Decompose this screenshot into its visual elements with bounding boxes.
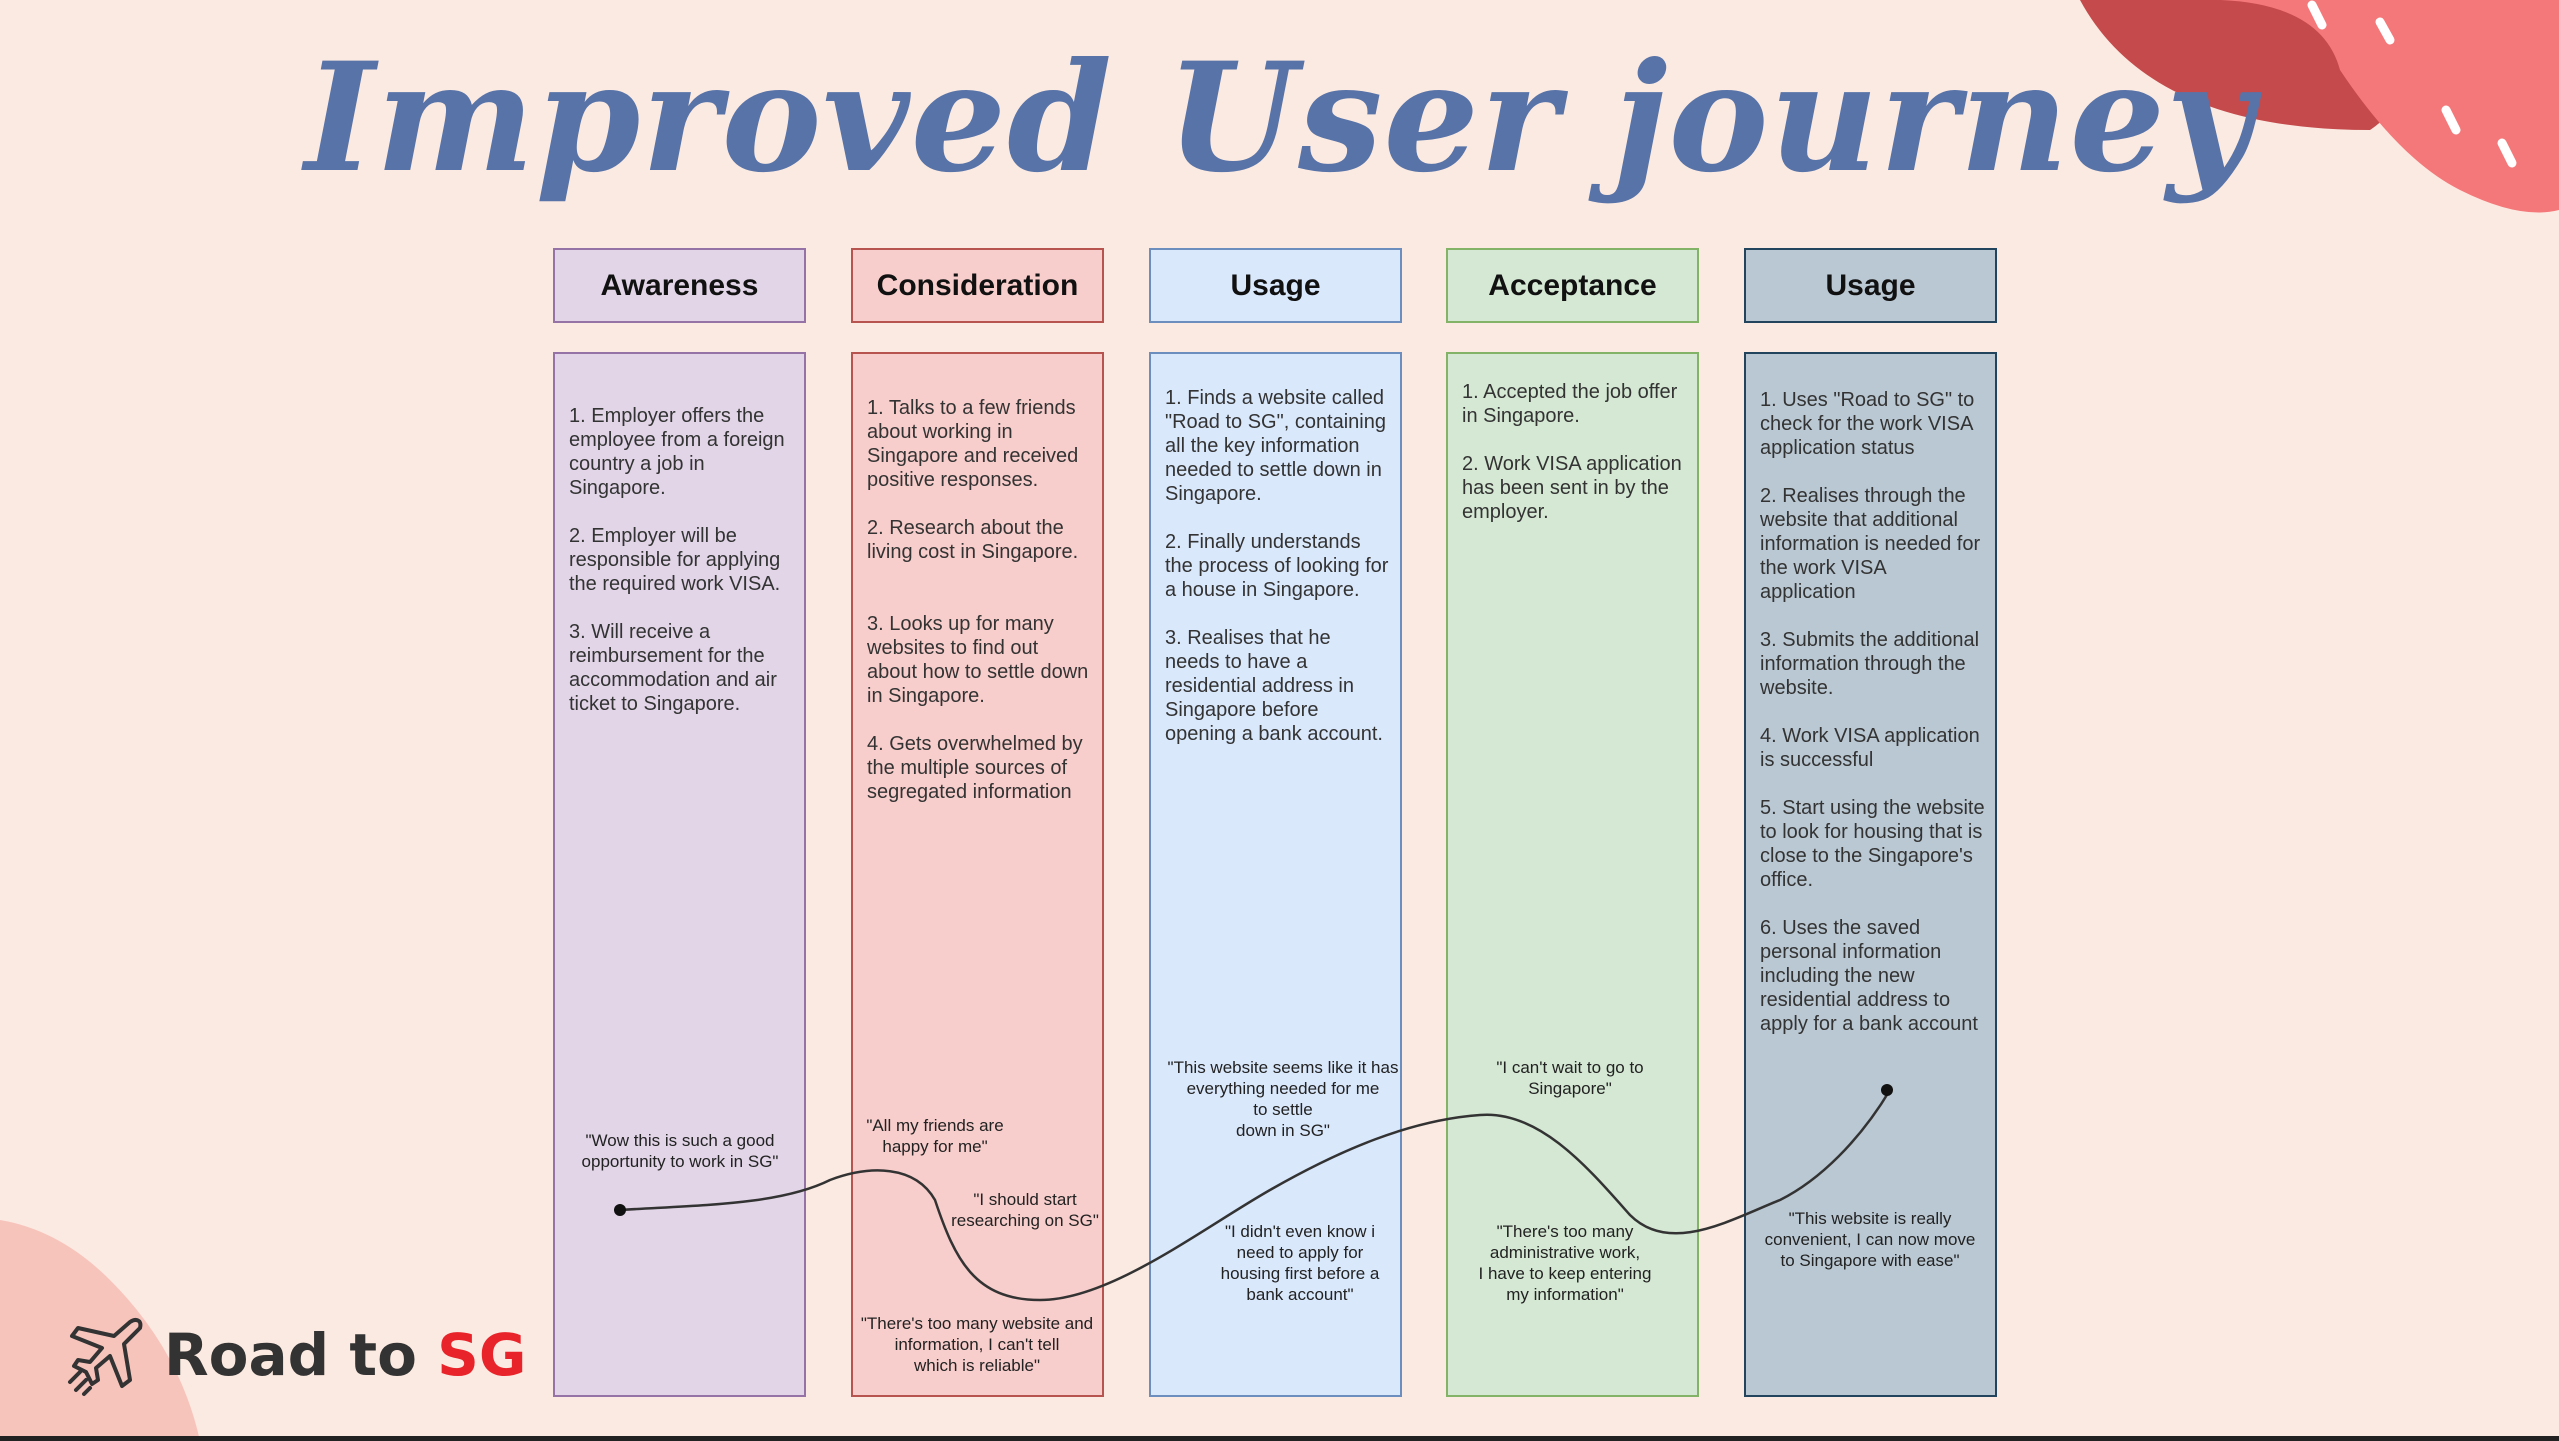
stage-item: 1. Finds a website called "Road to SG", … [1165, 387, 1386, 505]
stage-header-consideration: Consideration [851, 248, 1104, 323]
brand-name-prefix: Road to [164, 1321, 438, 1389]
journey-end-point [1881, 1084, 1893, 1096]
stage-text-usage: 1. Finds a website called "Road to SG", … [1165, 386, 1390, 770]
bottom-left-blob [0, 1220, 200, 1441]
stage-header-acceptance: Acceptance [1446, 248, 1699, 323]
stage-item: 2. Realises through the website that add… [1760, 485, 1981, 603]
stage-item: 3. Realises that he needs to have a resi… [1165, 627, 1383, 745]
stage-column-consideration [851, 352, 1104, 1397]
top-right-dashes [2307, 0, 2517, 168]
quote-acceptance-admin: "There's too many administrative work, I… [1478, 1222, 1652, 1304]
quote-usage-convenient: "This website is really convenient, I ca… [1764, 1209, 1976, 1270]
page-title: Improved User journey [304, 30, 2255, 206]
stage-header-usage-2: Usage [1744, 248, 1997, 323]
quote-acceptance-excited: "I can't wait to go to Singapore" [1496, 1058, 1644, 1098]
top-right-pink-blob [2190, 0, 2559, 213]
stage-column-usage-2 [1744, 352, 1997, 1397]
stage-text-acceptance: 1. Accepted the job offer in Singapore. … [1462, 380, 1687, 548]
journey-line [619, 1089, 1892, 1302]
journey-start-point [614, 1204, 626, 1216]
stage-text-awareness: 1. Employer offers the employee from a f… [569, 404, 794, 740]
stage-item: 3. Looks up for many websites to find ou… [867, 613, 1089, 707]
stage-item: 4. Work VISA application is successful [1760, 725, 1980, 771]
quote-awareness: "Wow this is such a good opportunity to … [581, 1131, 779, 1171]
quote-usage-website: "This website seems like it has everythi… [1167, 1058, 1399, 1140]
stage-item: 1. Talks to a few friends about working … [867, 397, 1079, 491]
stage-column-awareness [553, 352, 806, 1397]
quote-consideration-friends: "All my friends are happy for me" [866, 1116, 1004, 1156]
brand-name: Road to SG [164, 1321, 527, 1389]
stage-header-usage: Usage [1149, 248, 1402, 323]
quote-consideration-reliable: "There's too many website and informatio… [860, 1314, 1094, 1375]
stage-column-usage [1149, 352, 1402, 1397]
airplane-icon [68, 1318, 143, 1396]
stage-text-usage-2: 1. Uses "Road to SG" to check for the wo… [1760, 388, 1985, 1060]
stage-item: 1. Accepted the job offer in Singapore. [1462, 381, 1678, 427]
quote-consideration-research: "I should start researching on SG" [951, 1190, 1099, 1230]
stage-item: 5. Start using the website to look for h… [1760, 797, 1985, 891]
stage-item: 2. Employer will be responsible for appl… [569, 525, 781, 595]
stage-item: 6. Uses the saved personal information i… [1760, 917, 1978, 1035]
stage-item: 1. Uses "Road to SG" to check for the wo… [1760, 389, 1975, 459]
stage-item: 4. Gets overwhelmed by the multiple sour… [867, 733, 1083, 803]
bottom-border [0, 1436, 2559, 1441]
stage-item: 2. Work VISA application has been sent i… [1462, 453, 1682, 523]
brand-logo: Road to SG [60, 1305, 527, 1405]
stage-item: 3. Submits the additional information th… [1760, 629, 1980, 699]
quote-usage-housing: "I didn't even know i need to apply for … [1220, 1222, 1380, 1304]
brand-name-accent: SG [437, 1321, 527, 1389]
stage-item: 1. Employer offers the employee from a f… [569, 405, 785, 499]
stage-column-acceptance [1446, 352, 1699, 1397]
stage-item: 2. Research about the living cost in Sin… [867, 517, 1079, 563]
stage-text-consideration: 1. Talks to a few friends about working … [867, 396, 1092, 828]
stage-item: 3. Will receive a reimbursement for the … [569, 621, 777, 715]
stage-item: 2. Finally understands the process of lo… [1165, 531, 1389, 601]
stage-header-awareness: Awareness [553, 248, 806, 323]
